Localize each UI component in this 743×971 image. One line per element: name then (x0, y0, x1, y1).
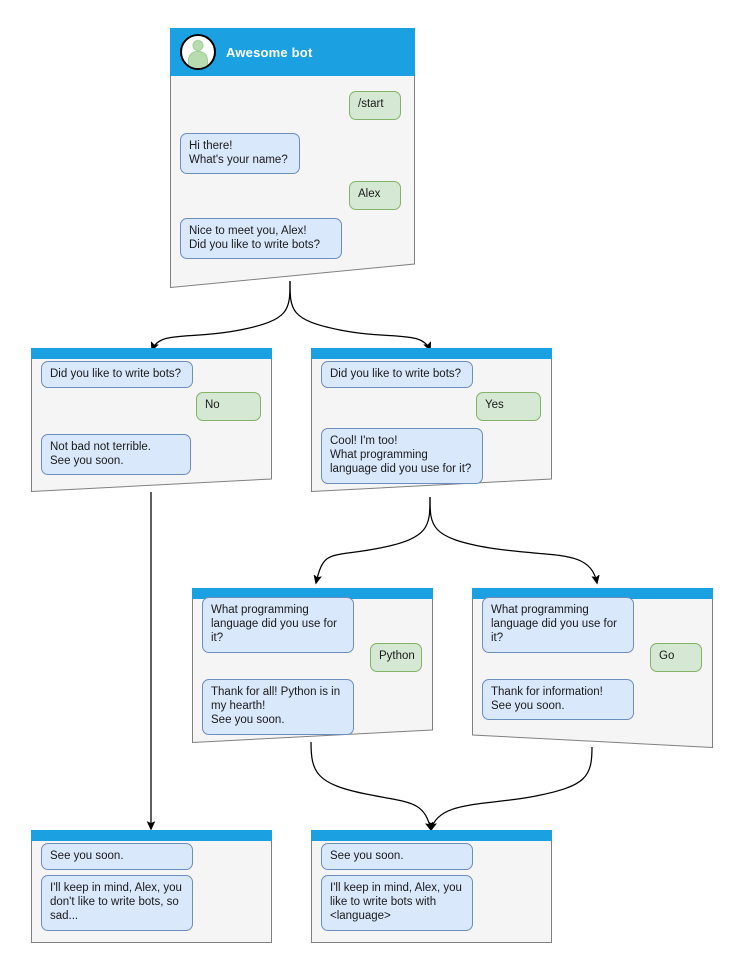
chat-header (192, 588, 433, 599)
edge-start-to-no (152, 280, 291, 350)
edge-start-to-yes (289, 280, 430, 350)
chat-header: Awesome bot (170, 28, 415, 76)
message-bubble-bot: See you soon. (321, 843, 473, 871)
avatar-head (192, 40, 204, 51)
message-bubble-bot: I'll keep in mind, Alex, you like to wri… (321, 875, 473, 931)
node-answer-no-screen[interactable]: Did you like to write bots? No Not bad n… (31, 348, 272, 492)
message-bubble-bot: What programming language did you use fo… (482, 597, 634, 653)
edge-python-to-end-happy (310, 741, 431, 830)
node-end-sad-screen[interactable]: See you soon. I'll keep in mind, Alex, y… (31, 830, 272, 943)
message-bubble-bot: Hi there! What's your name? (180, 133, 300, 175)
message-bubble-user: No (196, 392, 261, 421)
edge-go-to-end-happy (431, 746, 593, 830)
message-bubble-bot: Thank for information! See you soon. (482, 679, 634, 721)
message-bubble-bot: Thank for all! Python is in my hearth! S… (202, 679, 354, 735)
edge-yes-to-go (429, 496, 597, 583)
bot-name-label: Awesome bot (226, 44, 313, 60)
chat-header (311, 830, 552, 841)
person-avatar-icon (180, 34, 216, 70)
message-bubble-bot: Did you like to write bots? (41, 361, 193, 389)
node-answer-yes-screen[interactable]: Did you like to write bots? Yes Cool! I'… (311, 348, 552, 492)
message-bubble-bot: I'll keep in mind, Alex, you don't like … (41, 875, 193, 931)
edge-yes-to-python (316, 496, 431, 583)
message-bubble-user: Python (370, 643, 422, 672)
message-bubble-user: Go (650, 643, 702, 672)
message-bubble-user: /start (349, 91, 401, 120)
message-bubble-bot: See you soon. (41, 843, 193, 871)
chat-header (31, 348, 272, 359)
message-bubble-bot: Did you like to write bots? (321, 361, 473, 389)
message-bubble-user: Alex (349, 181, 401, 210)
chat-header (31, 830, 272, 841)
node-answer-go-screen[interactable]: What programming language did you use fo… (472, 588, 713, 748)
message-bubble-bot: What programming language did you use fo… (202, 597, 354, 653)
message-bubble-bot: Not bad not terrible. See you soon. (41, 434, 191, 476)
message-bubble-bot: Cool! I'm too! What programming language… (321, 428, 483, 484)
avatar-body (188, 51, 208, 68)
chat-header (311, 348, 552, 359)
message-bubble-bot: Nice to meet you, Alex! Did you like to … (180, 218, 342, 260)
node-start-screen[interactable]: Awesome bot /start Hi there! What's your… (170, 28, 415, 288)
node-answer-python-screen[interactable]: What programming language did you use fo… (192, 588, 433, 743)
message-bubble-user: Yes (476, 392, 541, 421)
node-end-happy-screen[interactable]: See you soon. I'll keep in mind, Alex, y… (311, 830, 552, 943)
chat-header (472, 588, 713, 599)
